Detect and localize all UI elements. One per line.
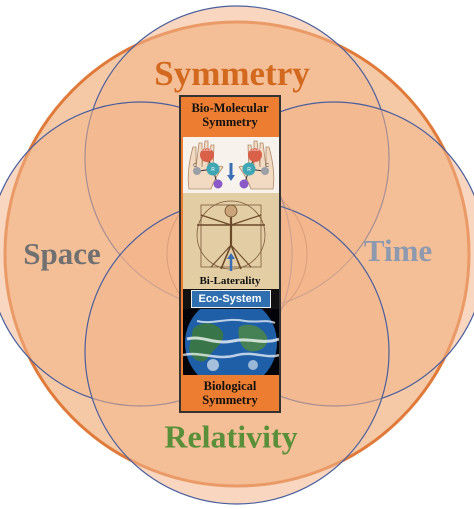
bi-laterality-band: [183, 273, 279, 289]
relativity-label: Relativity: [164, 418, 298, 455]
biological-symmetry-title: Biological Symmetry: [202, 379, 258, 407]
molecule-right-side: C: [265, 163, 269, 169]
bi-laterality-label: Bi-Laterality: [199, 275, 261, 287]
hands-molecule-icon: COOH COOH R R C C: [183, 137, 279, 193]
molecule-left-side: C: [193, 163, 197, 169]
vitruvian-man-icon: [183, 193, 279, 273]
eco-system-label: Eco-System: [198, 293, 262, 305]
space-label: Space: [23, 236, 101, 271]
central-panel: Bio-Molecular Symmetry C: [179, 95, 281, 413]
eco-system-box: [191, 290, 271, 308]
earth-globe-icon: [183, 309, 279, 375]
molecule-right-center: R: [247, 167, 251, 173]
molecule-left-center: R: [211, 167, 215, 173]
molecule-left-group: COOH: [201, 147, 213, 152]
symmetry-label: Symmetry: [154, 54, 310, 93]
time-label: Time: [363, 233, 433, 268]
molecule-right-group: COOH: [249, 147, 261, 152]
double-arrow-icon: [227, 253, 235, 271]
bio-molecular-symmetry-title: Bio-Molecular Symmetry: [191, 101, 269, 129]
